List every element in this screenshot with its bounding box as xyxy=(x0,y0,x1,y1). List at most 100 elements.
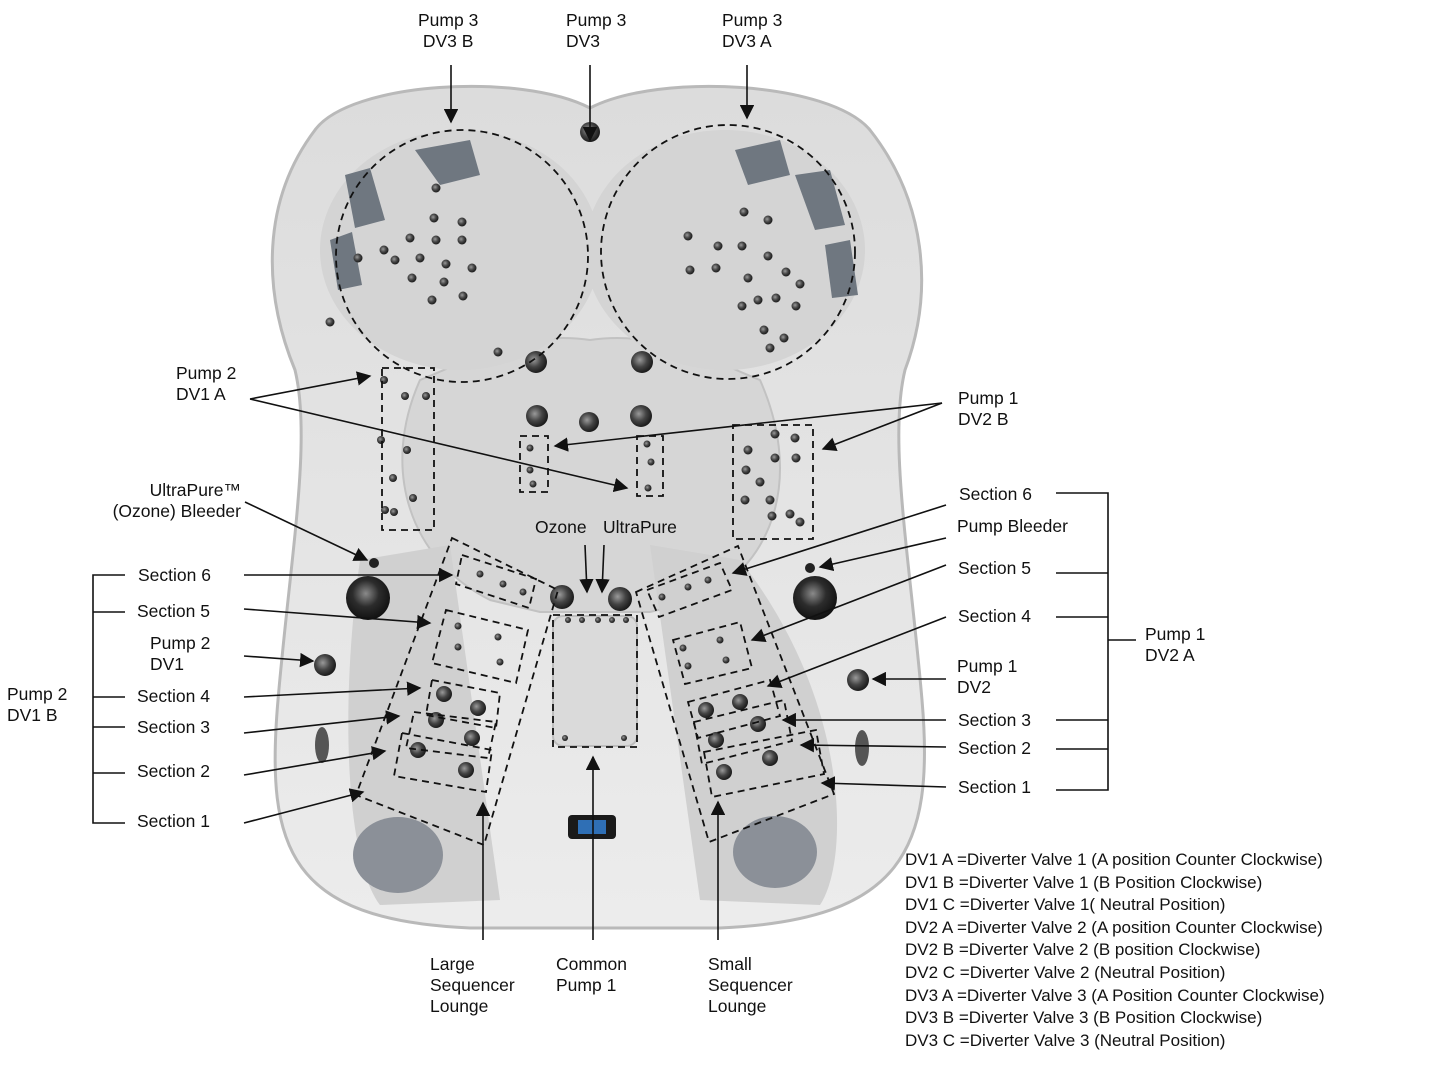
seat-right-top xyxy=(585,130,865,370)
jet xyxy=(712,264,721,273)
jet xyxy=(406,234,415,243)
label-r-section3: Section 3 xyxy=(958,710,1031,731)
vent xyxy=(855,730,869,766)
pillow xyxy=(733,816,817,888)
jet xyxy=(440,278,449,287)
jet xyxy=(714,242,723,251)
jet xyxy=(520,589,527,596)
big-jet xyxy=(346,576,390,620)
label-pump1-dv2b: Pump 1DV2 B xyxy=(958,388,1018,430)
jet xyxy=(380,246,389,255)
jet xyxy=(756,478,765,487)
jet xyxy=(771,454,780,463)
jet xyxy=(436,686,452,702)
jet xyxy=(723,657,730,664)
jet xyxy=(326,318,335,327)
label-r-section2: Section 2 xyxy=(958,738,1031,759)
bracket-right xyxy=(1056,493,1108,790)
jet xyxy=(494,348,503,357)
jet xyxy=(579,617,585,623)
label-pump-bleeder: Pump Bleeder xyxy=(957,516,1068,537)
jet xyxy=(377,436,385,444)
jet xyxy=(527,445,534,452)
vent xyxy=(315,727,329,763)
jet xyxy=(442,260,451,269)
jet xyxy=(409,494,417,502)
jet xyxy=(455,644,462,651)
jet xyxy=(717,637,724,644)
label-r-section6: Section 6 xyxy=(959,484,1032,505)
foot-jet xyxy=(631,351,653,373)
jet xyxy=(792,454,801,463)
legend-item: DV1 B =Diverter Valve 1 (B Position Cloc… xyxy=(905,872,1325,895)
jet xyxy=(786,510,795,519)
jet xyxy=(732,694,748,710)
label-l-section2: Section 2 xyxy=(137,761,210,782)
jet xyxy=(468,264,477,273)
jet xyxy=(470,700,486,716)
jet xyxy=(432,184,441,193)
label-l-section4: Section 4 xyxy=(137,686,210,707)
jet xyxy=(455,623,462,630)
jet xyxy=(390,508,398,516)
diverter-valve-legend: DV1 A =Diverter Valve 1 (A position Coun… xyxy=(905,849,1325,1052)
label-r-section5: Section 5 xyxy=(958,558,1031,579)
label-ultrapure-bleeder: UltraPure™(Ozone) Bleeder xyxy=(100,480,241,522)
label-pump1-dv2a: Pump 1DV2 A xyxy=(1145,624,1205,666)
jet xyxy=(500,581,507,588)
jet xyxy=(562,735,568,741)
jet xyxy=(648,459,655,466)
jet xyxy=(459,292,468,301)
jet xyxy=(565,617,571,623)
jet xyxy=(754,296,763,305)
label-l-section5: Section 5 xyxy=(137,601,210,622)
jet xyxy=(644,441,651,448)
jet xyxy=(705,577,712,584)
jet xyxy=(742,466,751,475)
jet xyxy=(621,735,627,741)
jet xyxy=(401,392,409,400)
label-ozone: Ozone xyxy=(535,517,587,538)
legend-item: DV2 B =Diverter Valve 2 (B position Cloc… xyxy=(905,939,1325,962)
foot-jet xyxy=(526,405,548,427)
bleeder xyxy=(369,558,379,568)
jet xyxy=(645,485,652,492)
jet xyxy=(408,274,417,283)
control-panel-screen xyxy=(578,820,606,834)
diverter-knob xyxy=(847,669,869,691)
foot-jet xyxy=(630,405,652,427)
jet xyxy=(796,518,805,527)
jet xyxy=(764,252,773,261)
jet xyxy=(422,392,430,400)
jet xyxy=(764,216,773,225)
big-jet xyxy=(793,576,837,620)
jet xyxy=(458,218,467,227)
legend-item: DV3 C =Diverter Valve 3 (Neutral Positio… xyxy=(905,1030,1325,1053)
jet xyxy=(680,645,687,652)
jet xyxy=(609,617,615,623)
jet xyxy=(428,296,437,305)
legend-item: DV2 A =Diverter Valve 2 (A position Coun… xyxy=(905,917,1325,940)
jet xyxy=(686,266,695,275)
label-pump3-dv3a: Pump 3DV3 A xyxy=(722,10,782,52)
jet xyxy=(744,446,753,455)
label-l-section6: Section 6 xyxy=(138,565,211,586)
label-pump3-dv3: Pump 3DV3 xyxy=(566,10,626,52)
jet xyxy=(389,474,397,482)
foot-jet xyxy=(525,351,547,373)
jet xyxy=(738,302,747,311)
jet xyxy=(458,762,474,778)
jet xyxy=(477,571,484,578)
diverter-knob xyxy=(314,654,336,676)
jet xyxy=(623,617,629,623)
jet xyxy=(354,254,363,263)
jet xyxy=(698,702,714,718)
jet xyxy=(771,430,780,439)
jet xyxy=(782,268,791,277)
jet xyxy=(740,208,749,217)
label-ultrapure: UltraPure xyxy=(603,517,677,538)
label-small-lounge: SmallSequencerLounge xyxy=(708,954,793,1017)
jet xyxy=(403,446,411,454)
